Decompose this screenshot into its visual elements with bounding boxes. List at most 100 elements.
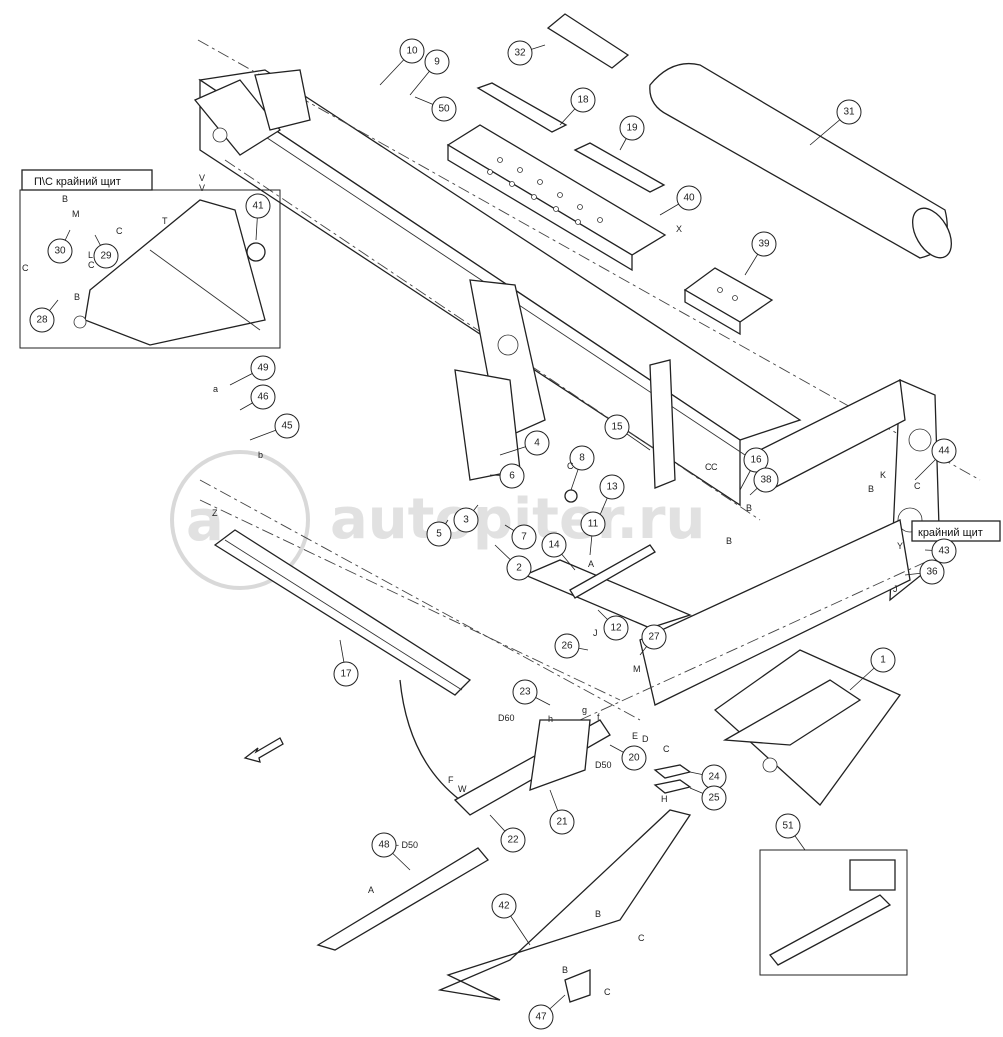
callout-38: 38 [749,467,779,496]
callout-number: 40 [683,193,695,204]
callout-21: 21 [549,789,575,835]
callout-number: 48 [378,840,390,851]
reference-letter: f [597,712,600,722]
callout-circle-38 [753,467,779,493]
callout-number: 45 [281,421,293,432]
callout-number: 30 [54,246,66,257]
part-25 [653,779,692,794]
callout-4: 4 [499,430,550,456]
callout-circle-29 [93,243,119,269]
part-24 [653,764,692,779]
inset-left-label: П\С крайний щит [34,176,121,188]
callout-1: 1 [849,647,896,691]
panel-19 [573,142,666,193]
callout-10: 10 [379,38,425,86]
callout-26: 26 [554,633,589,659]
callout-23: 23 [512,679,551,706]
callout-number: 5 [436,529,442,540]
reference-letter: E [632,731,638,741]
callout-circle-5 [426,521,452,547]
bracket-32 [546,13,630,69]
reference-letter: C [567,461,574,471]
callout-36: 36 [904,559,945,585]
shield-48 [316,847,489,951]
callout-circle-49 [250,355,276,381]
callout-number: 4 [534,438,540,449]
reference-letter: K [880,470,886,480]
plate-39 [683,267,774,336]
callout-31: 31 [809,99,862,146]
callout-number: 50 [438,104,450,115]
ring-8 [564,489,578,503]
callout-20: 20 [609,744,647,771]
callout-circle-32 [507,40,533,66]
ring-41 [246,242,266,262]
callout-circle-26 [554,633,580,659]
callout-number: 26 [561,641,573,652]
callout-7: 7 [504,524,537,550]
strip-11 [569,544,656,599]
inset-part-1 [713,649,901,806]
callout-48: 48 [371,832,411,871]
reference-letter: g [582,705,587,715]
panel-18 [476,82,568,133]
callout-number: 42 [498,901,510,912]
callout-45: 45 [249,413,300,441]
bracket-47 [564,969,591,1003]
callout-number: 44 [938,446,950,457]
callout-47: 47 [528,994,566,1030]
side-rail-17 [199,479,641,721]
shield-42 [437,809,692,1001]
callout-circle-22 [500,827,526,853]
callout-11: 11 [580,511,606,556]
callout-number: 46 [257,392,269,403]
reference-letter: C [638,933,645,943]
callout-circle-6 [499,463,525,489]
inset-part-51 [759,849,908,976]
callout-circle-27 [641,624,667,650]
callout-41: 41 [245,193,271,241]
callout-number: 41 [252,201,264,212]
reference-letter: B [595,909,601,919]
callout-number: 23 [519,687,531,698]
callout-6: 6 [489,463,525,489]
callout-3: 3 [453,504,479,533]
callout-layer: 1234567891011121314151617181920212223242… [29,38,957,1030]
callout-circle-47 [528,1004,554,1030]
callout-number: 17 [340,669,352,680]
callout-circle-31 [836,99,862,125]
callout-number: 8 [579,453,585,464]
reference-letter: D50 [595,760,612,770]
callout-number: 25 [708,793,720,804]
reference-letter: L [88,250,93,260]
callout-circle-25 [701,785,727,811]
callout-number: 10 [406,46,418,57]
callout-circle-7 [511,524,537,550]
callout-circle-8 [569,445,595,471]
callout-18: 18 [559,87,596,126]
callout-8: 8 [569,445,595,491]
callout-51: 51 [775,813,806,851]
reference-letter: J [593,628,598,638]
callout-2: 2 [494,544,532,581]
callout-number: 13 [606,482,618,493]
callout-number: 39 [758,239,770,250]
reference-letter: V [199,183,205,193]
callout-32: 32 [507,40,546,66]
callout-16: 16 [739,447,769,491]
callout-circle-28 [29,307,55,333]
callout-17: 17 [333,639,359,687]
callout-circle-23 [512,679,538,705]
callout-9: 9 [409,49,450,96]
callout-15: 15 [604,414,651,451]
callout-circle-42 [491,893,517,919]
callout-circle-39 [751,231,777,257]
callout-number: 19 [626,123,638,134]
callout-28: 28 [29,299,59,333]
cylinder-31 [649,62,952,259]
callout-circle-4 [524,430,550,456]
callout-circle-21 [549,809,575,835]
callout-number: 28 [36,315,48,326]
